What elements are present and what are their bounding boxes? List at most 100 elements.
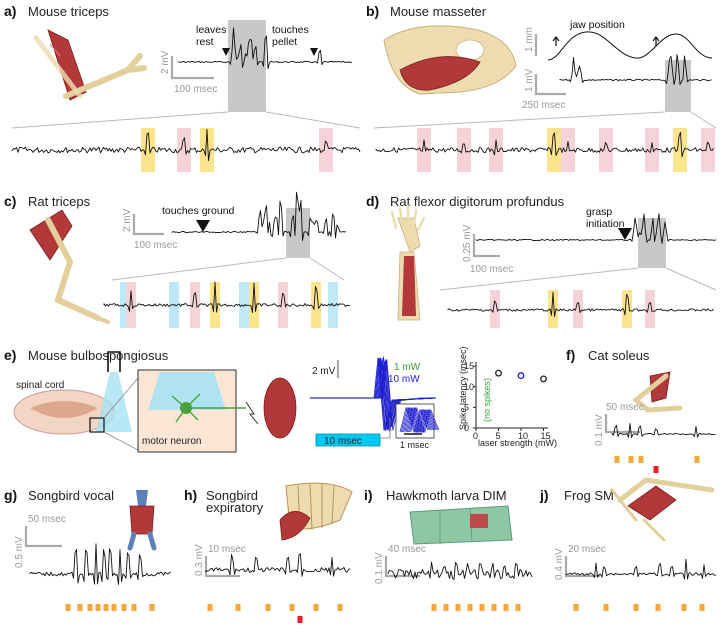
chart-point [540, 375, 547, 383]
spike-highlight [200, 128, 214, 172]
chart-y-tick: 15 [464, 361, 474, 371]
panel-e-legend-10mw: 10 mW [388, 374, 420, 385]
spike-marker [603, 604, 609, 611]
spike-highlight [417, 128, 431, 172]
panel-d-scale-v: 0.25 mV [462, 224, 473, 262]
spike-marker [265, 604, 271, 611]
chart-point [495, 369, 502, 377]
spike-highlight [490, 290, 500, 328]
panel-i-spike-markers [431, 604, 521, 611]
spike-marker [491, 604, 497, 611]
spike-marker [337, 604, 343, 611]
panel-j-scale-t: 20 msec [568, 544, 606, 555]
panel-b-up-arrow-1 [552, 36, 560, 46]
spike-marker [121, 604, 127, 611]
panel-c-zoom-trace [103, 281, 351, 314]
panel-b-jaw-label: jaw position [569, 19, 625, 31]
spike-marker [95, 604, 101, 611]
spike-marker [431, 604, 437, 611]
spike-marker [515, 604, 521, 611]
chart-x-tick: 0 [473, 431, 478, 441]
panel-f-scale-t: 50 msec [606, 402, 644, 413]
panel-e-scale-v: 2 mV [312, 366, 336, 377]
panel-e-label: e) [4, 347, 16, 363]
panel-f-emg-trace [611, 423, 716, 438]
panel-e-trace-1mw [310, 390, 436, 403]
spike-highlight [126, 282, 136, 328]
spike-marker [573, 604, 579, 611]
spike-marker [694, 456, 700, 463]
panel-b-emg-trace [559, 54, 712, 85]
panel-i-scale-v: 0.1 mV [374, 552, 385, 584]
spike-marker [87, 604, 93, 611]
panel-d-scalebar [472, 234, 500, 258]
spike-marker [699, 604, 705, 611]
panel-g-label: g) [4, 487, 17, 503]
spike-highlight [177, 128, 191, 172]
panel-c-scalebar [132, 214, 164, 236]
panel-f-spike-markers [614, 456, 700, 473]
panel-f-title: Cat soleus [588, 348, 650, 363]
panel-f-scalebar [604, 414, 640, 434]
panel-d-arrow-grasp [618, 228, 632, 240]
panel-g-emg-trace [29, 543, 172, 585]
panel-i-label: i) [364, 487, 373, 503]
panel-j-emg-trace [565, 558, 716, 580]
panel-b-scale-pos: 1 mm [524, 27, 535, 52]
panel-j-scalebar [564, 556, 600, 578]
chart-x-tick: 5 [496, 431, 501, 441]
spike-marker [77, 604, 83, 611]
panel-h-scale-t: 10 msec [208, 544, 246, 555]
panel-a-arrow-leaves-rest [222, 48, 230, 56]
spike-highlight [311, 282, 321, 328]
spike-marker [103, 604, 109, 611]
panel-j-title: Frog SM [564, 488, 614, 503]
panel-j-label: j) [539, 487, 549, 503]
bulbospongiosus-muscle-icon [263, 377, 297, 439]
panel-j-scale-v: 0.4 mV [554, 548, 565, 580]
panel-b-spike-highlights [417, 128, 715, 172]
panel-a-title: Mouse triceps [28, 4, 109, 19]
panel-b-title: Mouse masseter [390, 4, 487, 19]
spike-marker-red [297, 616, 303, 623]
spike-marker [443, 604, 449, 611]
spike-marker [131, 604, 137, 611]
spike-highlight [457, 128, 471, 172]
spike-marker [235, 604, 241, 611]
panel-f-label: f) [566, 347, 575, 363]
panel-h-title: Songbird expiratory [206, 488, 264, 515]
spike-highlight [561, 128, 575, 172]
spike-marker [313, 604, 319, 611]
songbird-ribcage-illustration [279, 482, 353, 541]
spike-marker [628, 456, 634, 463]
spike-marker [503, 604, 509, 611]
chart-y-tick: 0 [464, 423, 469, 433]
spike-highlight [278, 282, 288, 328]
panel-b-label: b) [366, 3, 379, 19]
panel-a-scale-t: 100 msec [174, 84, 217, 95]
panel-a-spike-highlights [141, 128, 333, 172]
frog-leg-illustration [610, 477, 715, 542]
panel-d-title: Rat flexor digitorum profundus [390, 194, 565, 209]
spike-highlight [210, 282, 220, 328]
panel-e-title: Mouse bulbospongiosus [28, 348, 169, 363]
panel-e-traces-10mw [310, 356, 437, 432]
panel-e-legend-1mw: 1 mW [394, 362, 421, 373]
panel-a-event1: leaves rest [196, 24, 229, 48]
panel-b-zoom-trace [375, 131, 714, 158]
panel-b-jaw-position-trace [547, 31, 713, 61]
panel-g-scale-t: 50 msec [28, 514, 66, 525]
panel-e-laser-pulse [315, 433, 381, 447]
panel-c-scale-v: 2 mV [122, 208, 133, 232]
panel-c-zoom-region [286, 208, 310, 258]
panel-d-zoom-trace [447, 291, 714, 317]
spike-marker [681, 604, 687, 611]
spike-marker [149, 604, 155, 611]
spike-highlight [573, 290, 583, 328]
spike-marker [614, 456, 620, 463]
spike-highlight [141, 128, 155, 172]
panel-a-label: a) [4, 3, 16, 19]
spike-marker [467, 604, 473, 611]
spike-highlight [645, 290, 655, 328]
chart-annotation: (no spikes) [482, 378, 492, 422]
